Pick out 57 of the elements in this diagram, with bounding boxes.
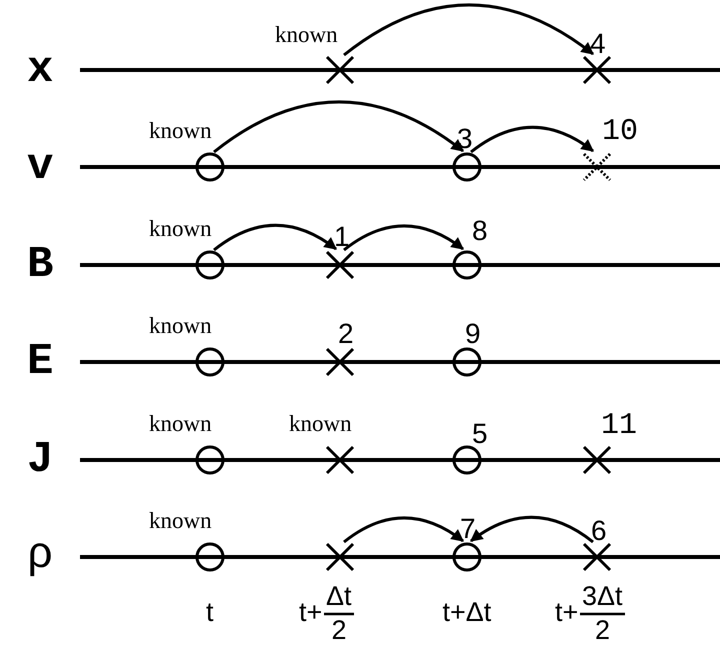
cross-marker (581, 54, 613, 86)
step-number: 10 (602, 117, 638, 147)
cross-marker (324, 249, 356, 281)
step-number: 1 (334, 223, 350, 251)
row-label: x (27, 48, 54, 92)
curved-arrow (343, 224, 464, 252)
fraction-denominator: 2 (332, 616, 347, 644)
circle-marker (194, 151, 226, 183)
curved-arrow (343, 4, 594, 56)
marker-label: known (149, 314, 212, 337)
curved-arrow (343, 516, 464, 544)
circle-marker (451, 541, 483, 573)
cross-marker (581, 444, 613, 476)
fraction-numerator: 3Δt (582, 582, 623, 610)
circle-marker (194, 541, 226, 573)
time-label: t+ (555, 598, 578, 626)
row-label: J (27, 438, 54, 482)
marker-label: known (149, 509, 212, 532)
circle-marker (194, 346, 226, 378)
cross-marker (581, 541, 613, 573)
step-number: 7 (460, 515, 476, 543)
time-label: t+Δt (442, 598, 492, 626)
cross-marker (324, 346, 356, 378)
fraction-numerator: Δt (326, 582, 352, 610)
cross-marker (324, 54, 356, 86)
circle-marker (194, 249, 226, 281)
fraction-denominator: 2 (595, 616, 610, 644)
time-label: t (206, 598, 214, 626)
row-label: ρ (28, 531, 53, 575)
step-number: 11 (601, 411, 638, 441)
marker-label: known (149, 412, 212, 435)
step-number: 6 (591, 517, 607, 545)
row-label: v (27, 145, 54, 189)
marker-label: known (289, 412, 352, 435)
marker-label: known (149, 119, 212, 142)
cross-marker (324, 541, 356, 573)
circle-marker (451, 151, 483, 183)
curved-arrow (470, 516, 594, 544)
step-number: 2 (338, 320, 354, 348)
curved-arrow (470, 126, 594, 154)
step-number: 8 (472, 217, 488, 245)
curved-arrow (213, 100, 464, 154)
step-number: 4 (590, 30, 606, 58)
circle-marker (194, 444, 226, 476)
row-label: B (27, 243, 54, 287)
cross-marker (324, 444, 356, 476)
marker-label: known (275, 23, 338, 46)
circle-marker (451, 346, 483, 378)
step-number: 5 (472, 420, 488, 448)
step-number: 9 (465, 320, 481, 348)
circle-marker (451, 249, 483, 281)
row-label: E (27, 340, 54, 384)
dotted-cross-marker (581, 151, 613, 183)
marker-label: known (149, 217, 212, 240)
time-label: t+ (299, 598, 322, 626)
circle-marker (451, 444, 483, 476)
curved-arrow (213, 224, 337, 252)
